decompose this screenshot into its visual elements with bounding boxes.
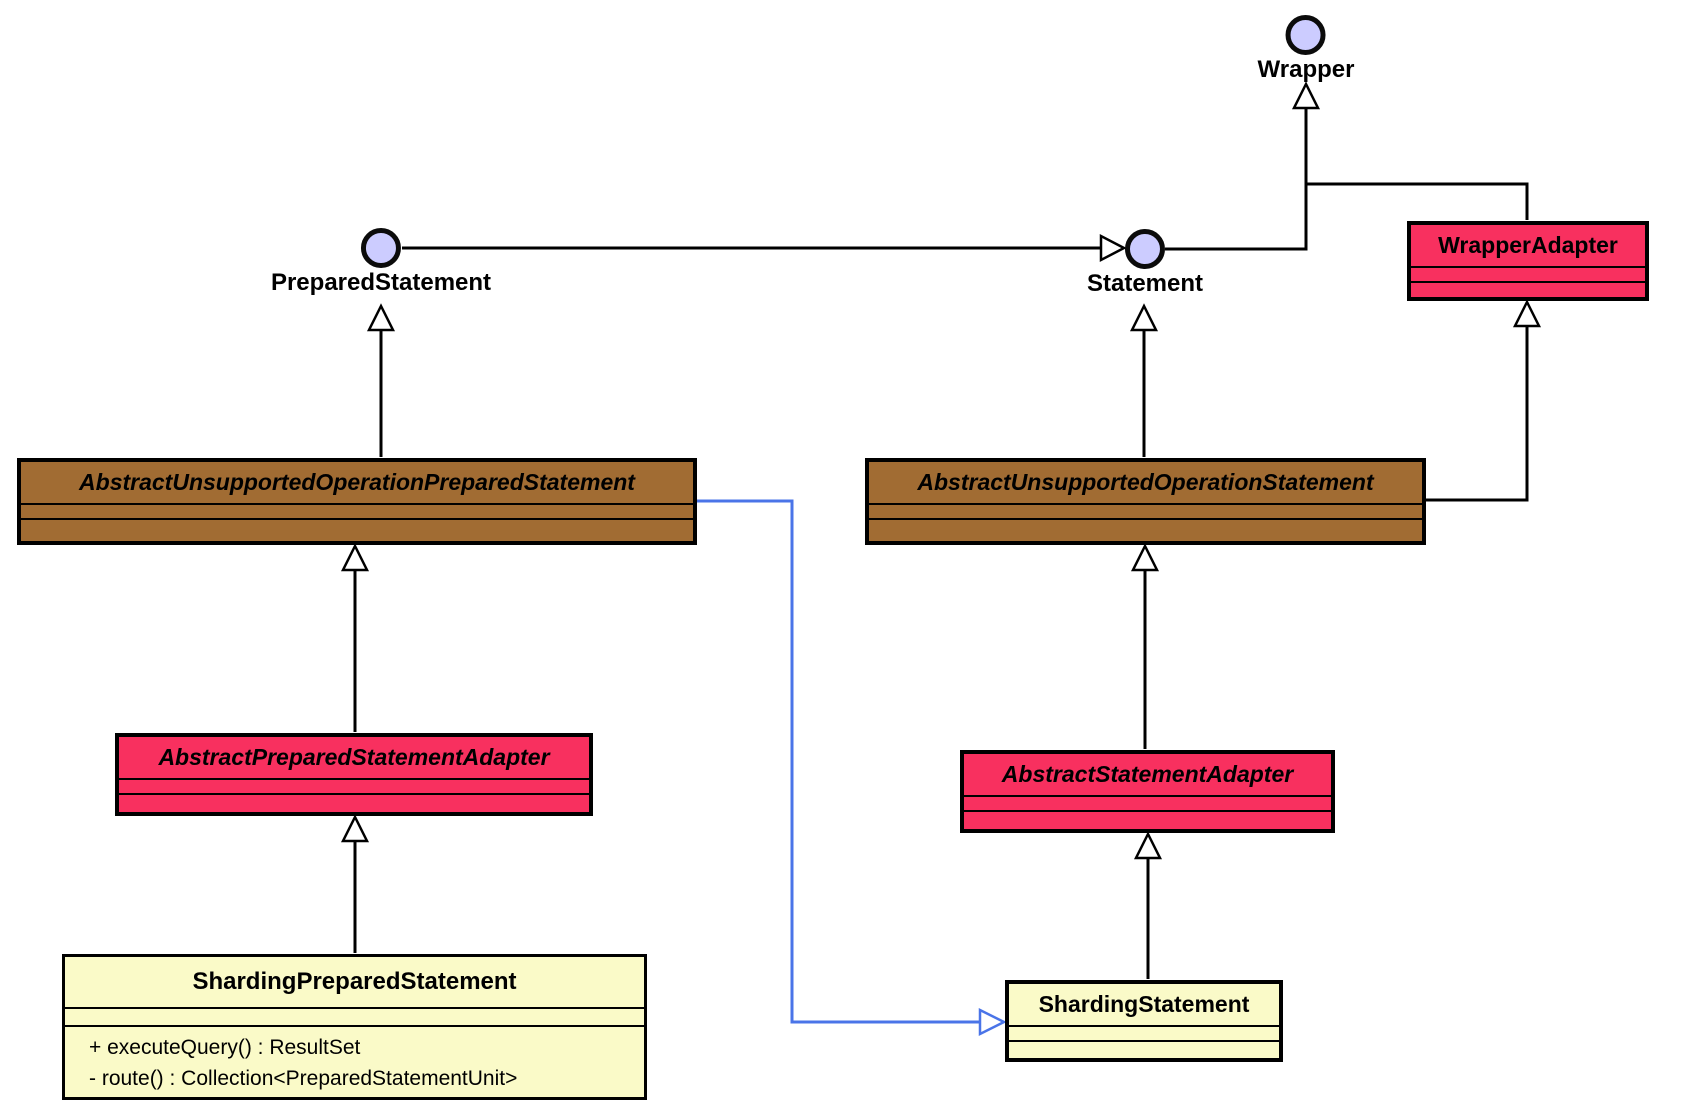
interface-circle-icon (1125, 229, 1165, 269)
class-title: ShardingPreparedStatement (192, 968, 517, 995)
methods-compartment (1411, 281, 1645, 297)
interface-preparedstatement: PreparedStatement (271, 228, 491, 297)
interface-label: Statement (1086, 270, 1204, 297)
edge-wrapperadapter-to-wrapper (1306, 182, 1529, 220)
methods-compartment (21, 518, 693, 541)
fields-compartment (65, 1007, 644, 1025)
interface-statement: Statement (1087, 229, 1203, 298)
class-shardingstatement: ShardingStatement (1005, 980, 1283, 1062)
class-abstractpreparedstatementadapter: AbstractPreparedStatementAdapter (115, 733, 593, 816)
fields-compartment (964, 795, 1331, 810)
class-abstractunsupportedoperationstatement: AbstractUnsupportedOperationStatement (865, 458, 1426, 545)
methods-compartment (1009, 1040, 1279, 1058)
interface-circle-icon (360, 228, 401, 268)
fields-compartment (119, 778, 589, 793)
methods-compartment (119, 793, 589, 812)
edge-preparedstatement-to-statement (402, 233, 1127, 263)
fields-compartment (869, 503, 1422, 518)
interface-wrapper: Wrapper (1257, 15, 1355, 84)
class-abstractstatementadapter: AbstractStatementAdapter (960, 750, 1335, 833)
fields-compartment (1411, 266, 1645, 281)
methods-compartment: + executeQuery() : ResultSet - route() :… (65, 1025, 644, 1097)
method-executequery: + executeQuery() : ResultSet (89, 1036, 361, 1059)
method-route: - route() : Collection<PreparedStatement… (89, 1067, 518, 1090)
class-title: AbstractStatementAdapter (1001, 761, 1294, 787)
interface-label: Wrapper (1257, 56, 1355, 83)
class-title: AbstractPreparedStatementAdapter (158, 744, 550, 770)
edge-absstatementadapter-to-absunsupportedstatement (1130, 543, 1160, 749)
class-abstractunsupportedoperationpreparedstatement: AbstractUnsupportedOperationPreparedStat… (17, 458, 697, 545)
methods-compartment (964, 810, 1331, 829)
edge-absunsupportedprepared-to-preparedstatement (366, 303, 396, 457)
class-title: AbstractUnsupportedOperationStatement (917, 469, 1374, 495)
class-shardingpreparedstatement: ShardingPreparedStatement + executeQuery… (62, 954, 647, 1100)
methods-compartment (869, 518, 1422, 541)
edge-abspreparedadapter-to-absunsupportedprepared (340, 543, 370, 732)
class-title: WrapperAdapter (1438, 232, 1618, 258)
class-title: ShardingStatement (1038, 991, 1250, 1017)
interface-circle-icon (1285, 15, 1326, 55)
class-wrapperadapter: WrapperAdapter (1407, 221, 1649, 301)
interface-label: PreparedStatement (270, 269, 492, 296)
edge-highlighted-absunsupportedprepared-to-shardingstatement (697, 499, 1007, 1037)
fields-compartment (1009, 1025, 1279, 1040)
edge-shardingstatement-to-absstatementadapter (1133, 831, 1163, 979)
edge-absunsupportedstatement-to-statement (1129, 303, 1159, 457)
class-title: AbstractUnsupportedOperationPreparedStat… (79, 469, 635, 495)
edge-absunsupportedstatement-to-wrapperadapter (1426, 299, 1542, 502)
edge-shardingprepared-to-abspreparedadapter (340, 814, 370, 953)
fields-compartment (21, 503, 693, 518)
edge-statement-to-wrapper (1165, 81, 1321, 251)
